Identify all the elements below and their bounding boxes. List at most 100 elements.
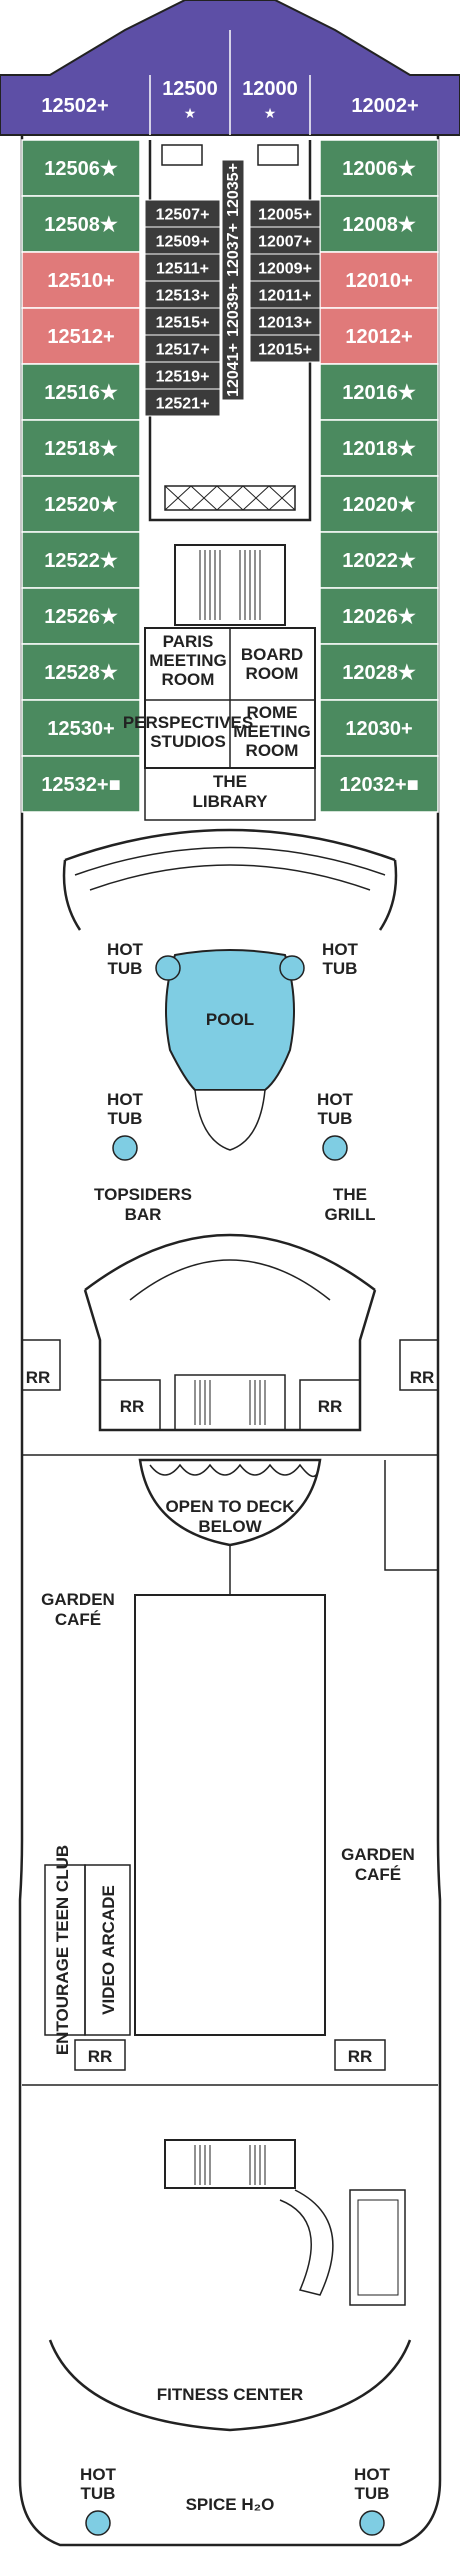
starboard-cabin-11[interactable] — [319, 755, 439, 813]
inner-left-cabin-label: 12511+ — [156, 261, 209, 278]
inner-left-cabin-label: 12517+ — [156, 342, 210, 359]
pool[interactable] — [165, 949, 295, 1091]
elevator-block-right — [257, 144, 299, 166]
ht-br-line: TUB — [355, 2484, 390, 2503]
starboard-cabin-0[interactable] — [319, 139, 439, 197]
venue-rome-line: ROME — [247, 703, 298, 722]
rr-grill-left[interactable]: RR — [120, 1397, 145, 1416]
rr-port-side[interactable]: RR — [26, 1368, 51, 1387]
venue-board-line: ROOM — [246, 664, 299, 683]
port-cabin-7[interactable] — [21, 531, 141, 589]
port-cabin-4[interactable] — [21, 363, 141, 421]
vertical-cabin-label[interactable]: 12039+ — [225, 283, 242, 337]
rr-grill-right[interactable]: RR — [318, 1397, 343, 1416]
venue-perspectives-line: PERSPECTIVES — [123, 713, 253, 732]
starboard-cabin-label: 12022★ — [342, 550, 416, 572]
entourage-teen-club[interactable]: ENTOURAGE TEEN CLUB — [53, 1845, 72, 2055]
inner-right-cabin-5[interactable] — [249, 334, 321, 363]
inner-right-cabin-label: 12007+ — [258, 234, 312, 251]
starboard-cabin-2[interactable] — [319, 251, 439, 309]
ht-mr-line: TUB — [318, 1109, 353, 1128]
suite-center-starboard[interactable]: 12000 — [242, 78, 298, 100]
starboard-cabin-label: 12016★ — [342, 382, 416, 404]
spice-h2o[interactable]: SPICE H₂O — [186, 2495, 275, 2514]
starboard-cabin-3[interactable] — [319, 307, 439, 365]
video-arcade[interactable]: VIDEO ARCADE — [99, 1885, 118, 2015]
inner-right-cabin-1[interactable] — [249, 226, 321, 255]
vertical-cabin-strip — [221, 159, 245, 401]
hot-tub-mid-right[interactable] — [322, 1135, 348, 1161]
port-cabin-11[interactable] — [21, 755, 141, 813]
hot-tub-pool-right[interactable] — [279, 955, 305, 981]
rr-aft-right[interactable]: RR — [348, 2047, 373, 2066]
port-cabin-6[interactable] — [21, 475, 141, 533]
starboard-cabin-6[interactable] — [319, 475, 439, 533]
port-cabin-label: 12512+ — [47, 326, 114, 348]
venue-paris-line: MEETING — [149, 651, 226, 670]
starboard-cabin-5[interactable] — [319, 419, 439, 477]
rr-aft-left[interactable]: RR — [88, 2047, 113, 2066]
port-cabin-1[interactable] — [21, 195, 141, 253]
starboard-cabin-9[interactable] — [319, 643, 439, 701]
inner-left-cabin-3[interactable] — [144, 280, 221, 309]
port-cabin-3[interactable] — [21, 307, 141, 365]
venue-gc-stbd-line: GARDEN — [341, 1845, 415, 1864]
star-icon: ★ — [264, 105, 277, 121]
inner-left-cabin-5[interactable] — [144, 334, 221, 363]
starboard-cabin-7[interactable] — [319, 531, 439, 589]
hot-tub-aft-left[interactable] — [85, 2510, 111, 2536]
rr-stbd-side[interactable]: RR — [410, 1368, 435, 1387]
inner-right-cabin-label: 12009+ — [258, 261, 312, 278]
inner-left-cabin-6[interactable] — [144, 361, 221, 390]
starboard-cabin-4[interactable] — [319, 363, 439, 421]
inner-right-cabin-4[interactable] — [249, 307, 321, 336]
port-cabin-label: 12510+ — [47, 270, 114, 292]
venue-board-line: BOARD — [241, 645, 303, 664]
starboard-cabin-8[interactable] — [319, 587, 439, 645]
port-cabin-2[interactable] — [21, 251, 141, 309]
starboard-cabin-1[interactable] — [319, 195, 439, 253]
inner-left-cabin-label: 12507+ — [156, 207, 210, 224]
suite-center-port[interactable]: 12500 — [162, 78, 218, 100]
vertical-cabin-label[interactable]: 12035+ — [225, 163, 242, 217]
port-cabin-label: 12506★ — [44, 158, 118, 180]
port-cabin-9[interactable] — [21, 643, 141, 701]
venue-paris-line: PARIS — [163, 632, 214, 651]
ht-tr-line: TUB — [323, 959, 358, 978]
suite-port[interactable]: 12502+ — [41, 95, 108, 117]
starboard-cabin-label: 12026★ — [342, 606, 416, 628]
inner-left-cabin-2[interactable] — [144, 253, 221, 282]
vertical-cabin-label[interactable]: 12037+ — [225, 223, 242, 277]
port-cabin-10[interactable] — [21, 699, 141, 757]
port-cabin-label: 12518★ — [44, 438, 118, 460]
starboard-cabin-10[interactable] — [319, 699, 439, 757]
port-cabin-5[interactable] — [21, 419, 141, 477]
inner-right-cabin-3[interactable] — [249, 280, 321, 309]
starboard-cabin-column: 12006★12008★12010+12012+12016★12018★1202… — [319, 139, 439, 813]
hot-tub-mid-left[interactable] — [112, 1135, 138, 1161]
hot-tub-aft-right[interactable] — [359, 2510, 385, 2536]
inner-left-cabin-7[interactable] — [144, 388, 221, 417]
suite-starboard[interactable]: 12002+ — [351, 95, 418, 117]
starboard-cabin-label: 12018★ — [342, 438, 416, 460]
star-icon: ★ — [184, 105, 197, 121]
vertical-cabin-label[interactable]: 12041+ — [225, 343, 242, 397]
inner-right-cabin-0[interactable] — [249, 199, 321, 228]
fitness-center[interactable]: FITNESS CENTER — [157, 2385, 303, 2404]
inner-left-cabin-label: 12521+ — [156, 396, 210, 413]
inner-right-cabin-label: 12015+ — [258, 342, 312, 359]
hot-tub-pool-left[interactable] — [155, 955, 181, 981]
ht-bl-line: TUB — [81, 2484, 116, 2503]
